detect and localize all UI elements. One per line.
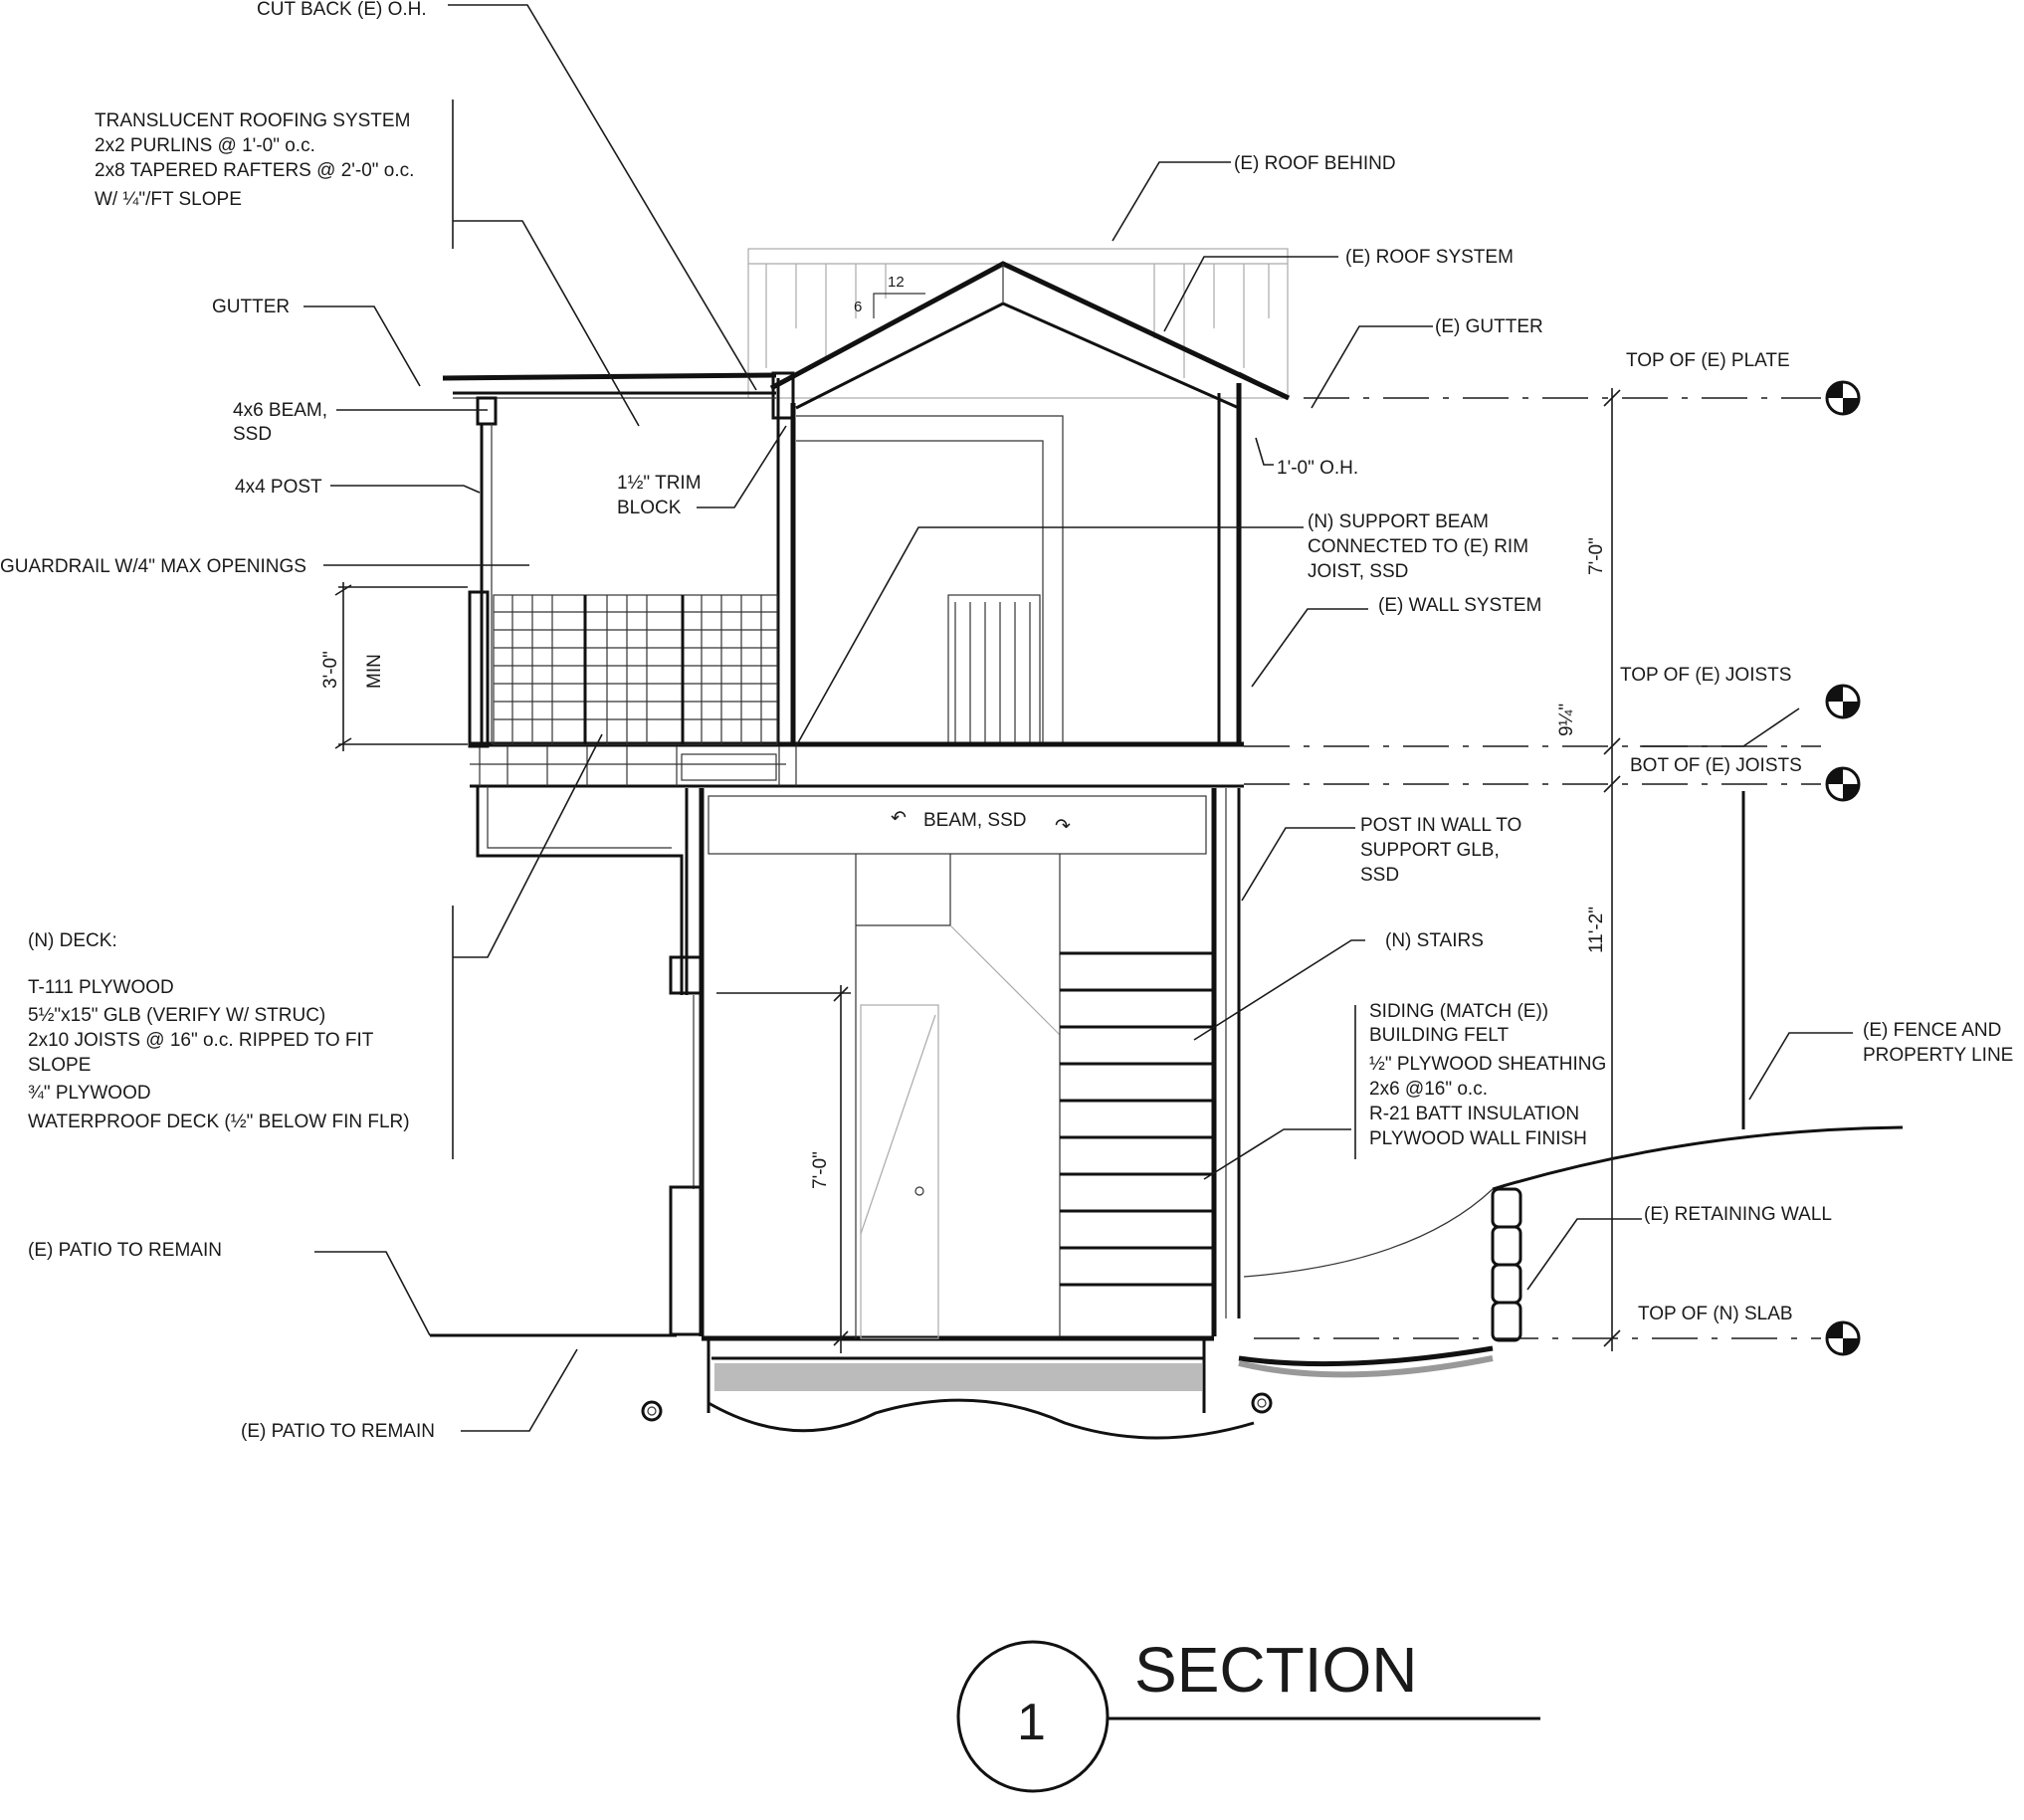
callout-texts: CUT BACK (E) O.H. TRANSLUCENT ROOFING SY… (0, 0, 2013, 1442)
level-marker-slab (1825, 1320, 1861, 1356)
stairs (1059, 951, 1212, 1336)
label-wall-system: (E) WALL SYSTEM (1378, 595, 1541, 616)
dim-door-height: 7'-0" (810, 1151, 831, 1189)
label-fence-2: PROPERTY LINE (1863, 1045, 2013, 1066)
label-retaining: (E) RETAINING WALL (1644, 1204, 1832, 1225)
level-top-plate: TOP OF (E) PLATE (1626, 350, 1790, 371)
title-block: 1 SECTION (956, 1634, 1540, 1793)
slope-run: 12 (888, 274, 905, 291)
retaining-wall (1491, 1187, 1522, 1342)
section-title: SECTION (1134, 1634, 1417, 1706)
label-siding-4: 2x6 @16" o.c. (1369, 1079, 1488, 1100)
label-deck-4: 2x10 JOISTS @ 16" o.c. RIPPED TO FIT (28, 1030, 374, 1051)
label-support-beam-2: CONNECTED TO (E) RIM (1308, 536, 1528, 557)
label-roof-behind: (E) ROOF BEHIND (1234, 153, 1396, 174)
label-support-beam-3: JOIST, SSD (1308, 561, 1408, 582)
label-roofing-4: W/ ¼"/FT SLOPE (95, 189, 242, 210)
label-post-wall-2: SUPPORT GLB, (1360, 840, 1500, 861)
label-guardrail: GUARDRAIL W/4" MAX OPENINGS (0, 556, 306, 577)
slope-indicator: 6 12 (854, 274, 925, 318)
label-siding-2: BUILDING FELT (1369, 1025, 1509, 1046)
leaders (304, 4, 1853, 1432)
level-marker-bot-joists (1825, 766, 1861, 802)
label-deck-5: SLOPE (28, 1055, 91, 1076)
dim-guard-min: MIN (364, 654, 385, 689)
label-roofing-3: 2x8 TAPERED RAFTERS @ 2'-0" o.c. (95, 160, 414, 181)
label-trim-1: 1½" TRIM (617, 473, 702, 494)
beam-arrow-right: ↷ (1055, 816, 1071, 837)
label-deck-6: ¾" PLYWOOD (28, 1083, 151, 1104)
dim-upper: 7'-0" (1586, 537, 1607, 575)
label-post-wall-3: SSD (1360, 865, 1399, 886)
dim-joist-depth: 9¼" (1556, 704, 1577, 736)
label-gutter: GUTTER (212, 297, 290, 317)
section-number-circle (956, 1640, 1110, 1793)
label-siding-6: PLYWOOD WALL FINISH (1369, 1128, 1587, 1149)
level-top-joists: TOP OF (E) JOISTS (1620, 665, 1791, 686)
gable-roof (769, 261, 1291, 410)
dimension-strings (334, 388, 1621, 1353)
level-marker-top-joists (1825, 684, 1861, 719)
label-deck-2: T-111 PLYWOOD (28, 977, 174, 998)
floor-band (470, 741, 1244, 788)
section-number: 1 (1017, 1694, 1046, 1751)
label-patio-upper: (E) PATIO TO REMAIN (28, 1240, 222, 1261)
label-deck-1: (N) DECK: (28, 930, 117, 951)
label-fence-1: (E) FENCE AND (1863, 1020, 2001, 1041)
footings (641, 1392, 1273, 1422)
deck-structure (442, 372, 778, 995)
label-cut-back: CUT BACK (E) O.H. (257, 0, 427, 20)
level-bot-joists: BOT OF (E) JOISTS (1630, 755, 1802, 776)
label-siding-5: R-21 BATT INSULATION (1369, 1104, 1579, 1124)
label-roofing-2: 2x2 PURLINS @ 1'-0" o.c. (95, 135, 315, 156)
label-siding-3: ½" PLYWOOD SHEATHING (1369, 1054, 1606, 1075)
level-top-slab: TOP OF (N) SLAB (1638, 1304, 1793, 1324)
label-post-wall-1: POST IN WALL TO (1360, 815, 1521, 836)
dim-guard-height: 3'-0" (320, 651, 341, 689)
existing-roof-behind (747, 248, 1289, 399)
lower-walls (669, 788, 1255, 1440)
level-marker-plate (1825, 380, 1861, 416)
label-patio-lower: (E) PATIO TO REMAIN (241, 1421, 435, 1442)
label-stairs: (N) STAIRS (1385, 930, 1484, 951)
label-support-beam-1: (N) SUPPORT BEAM (1308, 511, 1489, 532)
label-post: 4x4 POST (235, 477, 322, 498)
label-siding-1: SIDING (MATCH (E)) (1369, 1001, 1548, 1022)
dim-lower: 11'-2" (1586, 907, 1607, 953)
beam-arrow-left: ↶ (891, 808, 907, 829)
guardrail-mesh (494, 595, 777, 744)
label-beam-ssd: BEAM, SSD (923, 810, 1026, 831)
label-deck-3: 5½"x15" GLB (VERIFY W/ STRUC) (28, 1005, 325, 1026)
label-trim-2: BLOCK (617, 498, 682, 518)
label-roof-system: (E) ROOF SYSTEM (1345, 247, 1514, 268)
label-beam-1: 4x6 BEAM, (233, 400, 327, 421)
upper-walls (771, 371, 1242, 745)
label-overhang: 1'-0" O.H. (1277, 458, 1358, 479)
level-markers (1640, 380, 1861, 1356)
slope-rise: 6 (854, 299, 862, 315)
label-e-gutter: (E) GUTTER (1435, 316, 1543, 337)
site-grade (430, 791, 1904, 1422)
label-roofing-1: TRANSLUCENT ROOFING SYSTEM (95, 110, 410, 131)
lower-interior (855, 854, 1212, 1339)
label-deck-7: WATERPROOF DECK (½" BELOW FIN FLR) (28, 1112, 410, 1132)
label-beam-2: SSD (233, 424, 272, 445)
